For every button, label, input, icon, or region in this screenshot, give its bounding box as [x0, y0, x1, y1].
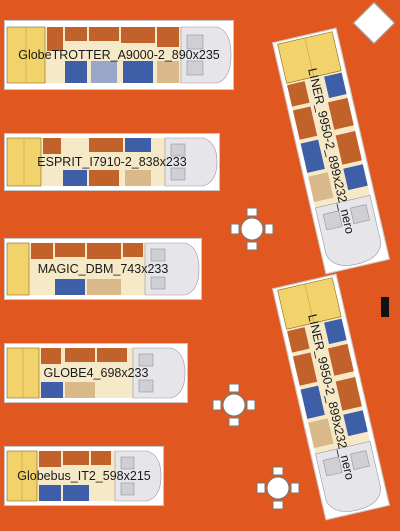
table-chairs-icon[interactable] — [212, 383, 256, 427]
rv-floorplan — [6, 450, 162, 502]
north-diamond-icon[interactable] — [352, 1, 396, 45]
rv-globebus[interactable]: Globebus_IT2_598x215 — [4, 446, 164, 506]
rv-globetrotter[interactable]: GlobeTROTTER_A9000-2_890x235 — [4, 20, 234, 90]
rv-floorplan — [6, 347, 186, 399]
rv-liner-bottom[interactable]: LINER_9950-2_899x232_nero — [272, 273, 390, 521]
rv-floorplan — [6, 242, 200, 296]
table-chairs-icon[interactable] — [230, 207, 274, 251]
table-chairs-icon[interactable] — [256, 466, 300, 510]
rv-floorplan — [277, 31, 382, 266]
rv-floorplan — [277, 277, 382, 512]
rv-esprit[interactable]: ESPRIT_I7910-2_838x233 — [4, 133, 220, 191]
marker-icon[interactable] — [381, 297, 389, 317]
rv-magic[interactable]: MAGIC_DBM_743x233 — [4, 238, 202, 300]
rv-globe4[interactable]: GLOBE4_698x233 — [4, 343, 188, 403]
rv-floorplan — [6, 26, 232, 84]
rv-floorplan — [6, 137, 218, 187]
rv-liner-top[interactable]: LINER_9950-2_899x232_nero — [272, 27, 390, 275]
